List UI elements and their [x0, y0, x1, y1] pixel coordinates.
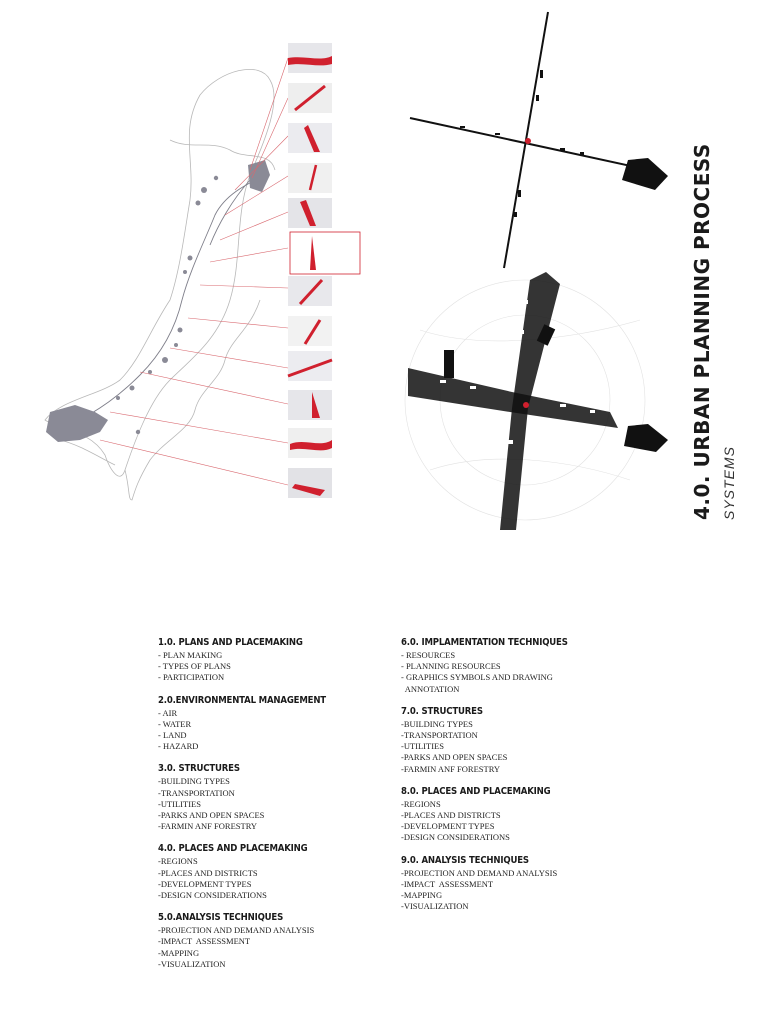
toc-item: - PLAN MAKING [158, 650, 223, 660]
vertical-title: 4.0. URBAN PLANNING PROCESS SYSTEMS [690, 143, 760, 520]
toc-section: 2.0.ENVIRONMENTAL MANAGEMENT - AIR - WAT… [158, 694, 378, 753]
toc-item: -PROJECTION AND DEMAND ANALYSIS [401, 867, 558, 878]
toc-section: 8.0. PLACES AND PLACEMAKING -REGIONS -PL… [401, 785, 641, 844]
page-title: 4.0. URBAN PLANNING PROCESS [690, 143, 714, 520]
thumbnail [288, 123, 332, 153]
toc-item: - RESOURCES [401, 650, 456, 660]
urban-patches [46, 160, 270, 442]
toc-item: -MAPPING [158, 947, 200, 958]
axis-diagram-top [409, 11, 668, 269]
region-outline [44, 69, 276, 501]
toc-item: -FARMIN ANF FORESTRY [401, 763, 501, 774]
toc-item: -IMPACT ASSESSMENT [158, 936, 251, 947]
toc-item: -DESIGN CONSIDERATIONS [158, 890, 267, 901]
toc-item: - AIR [158, 707, 178, 718]
thumbnail [288, 83, 332, 113]
toc-item: -PLACES AND DISTRICTS [401, 810, 501, 821]
toc-item: -DEVELOPMENT TYPES [401, 821, 495, 832]
toc-item: -VISUALIZATION [401, 901, 469, 912]
toc-item: -REGIONS [401, 798, 441, 809]
toc-item: -MAPPING [401, 890, 443, 901]
title-rotated: 4.0. URBAN PLANNING PROCESS SYSTEMS [690, 143, 738, 520]
toc-item: -PARKS AND OPEN SPACES [158, 810, 265, 821]
thumbnail [287, 351, 333, 381]
toc-item: -FARMIN ANF FORESTRY [158, 821, 258, 832]
toc-item: - TYPES OF PLANS [158, 661, 231, 672]
toc-heading: 1.0. PLANS AND PLACEMAKING [158, 637, 303, 648]
toc-item: -TRANSPORTATION [401, 730, 478, 741]
toc-heading: 9.0. ANALYSIS TECHNIQUES [401, 854, 529, 866]
toc-section: 7.0. STRUCTURES -BUILDING TYPES -TRANSPO… [401, 705, 641, 775]
toc-heading: 5.0.ANALYSIS TECHNIQUES [158, 912, 284, 924]
thumbnail [288, 468, 332, 498]
thumbnail [288, 43, 332, 73]
toc-item: -DEVELOPMENT TYPES [158, 878, 252, 889]
thumbnail [288, 428, 332, 458]
toc-item: - HAZARD [158, 741, 199, 752]
toc-item: -PARKS AND OPEN SPACES [401, 752, 508, 763]
toc-item: -BUILDING TYPES [158, 776, 230, 787]
toc-item: ANNOTATION [401, 683, 460, 694]
toc-item: - WATER [158, 718, 192, 729]
leader-lines [99, 57, 289, 486]
toc-section: 1.0. PLANS AND PLACEMAKING - PLAN MAKING… [158, 636, 378, 684]
toc-item: -TRANSPORTATION [158, 787, 235, 798]
toc-item: -IMPACT ASSESSMENT [401, 878, 494, 889]
toc-heading: 7.0. STRUCTURES [401, 705, 483, 717]
page-subtitle: SYSTEMS [721, 446, 737, 520]
axis-diagram-bottom [404, 272, 668, 530]
toc-section: 5.0.ANALYSIS TECHNIQUES -PROJECTION AND … [158, 911, 378, 970]
toc-item: -UTILITIES [401, 741, 444, 752]
toc-item: -BUILDING TYPES [401, 718, 473, 729]
thumbnail-strip [287, 43, 361, 498]
toc-item: -REGIONS [158, 856, 198, 867]
thumbnail [288, 390, 332, 420]
toc-section: 6.0. IMPLAMENTATION TECHNIQUES - RESOURC… [401, 636, 641, 695]
cross-axis-diagram [404, 11, 668, 530]
terminal-block [624, 424, 668, 452]
toc-item: - PARTICIPATION [158, 672, 225, 683]
toc-section: 4.0. PLACES AND PLACEMAKING -REGIONS -PL… [158, 842, 378, 901]
toc-item: -UTILITIES [158, 798, 201, 809]
toc-item: - GRAPHICS SYMBOLS AND DRAWING [401, 672, 553, 683]
thumbnail-highlight [289, 231, 361, 275]
toc-item: - PLANNING RESOURCES [401, 661, 501, 672]
thumbnail [288, 163, 332, 193]
toc-heading: 2.0.ENVIRONMENTAL MANAGEMENT [158, 694, 326, 706]
toc-item: -PROJECTION AND DEMAND ANALYSIS [158, 925, 315, 936]
toc-heading: 6.0. IMPLAMENTATION TECHNIQUES [401, 637, 568, 648]
regional-map [44, 43, 361, 501]
toc-item: -DESIGN CONSIDERATIONS [401, 832, 510, 843]
toc-section: 3.0. STRUCTURES -BUILDING TYPES -TRANSPO… [158, 762, 378, 832]
toc-item: - LAND [158, 730, 187, 741]
road-network [69, 174, 266, 426]
toc-left-column: 1.0. PLANS AND PLACEMAKING - PLAN MAKING… [158, 636, 378, 980]
axis-center-marker [525, 138, 531, 144]
toc-item: -PLACES AND DISTRICTS [158, 867, 258, 878]
toc-item: -VISUALIZATION [158, 958, 226, 969]
axis-center-marker [523, 402, 529, 408]
terminal-block [622, 158, 668, 190]
toc-heading: 3.0. STRUCTURES [158, 763, 240, 775]
toc-right-column: 6.0. IMPLAMENTATION TECHNIQUES - RESOURC… [401, 636, 641, 922]
thumbnail [288, 316, 332, 346]
toc-section: 9.0. ANALYSIS TECHNIQUES -PROJECTION AND… [401, 854, 641, 913]
toc-heading: 4.0. PLACES AND PLACEMAKING [158, 843, 308, 855]
toc-heading: 8.0. PLACES AND PLACEMAKING [401, 785, 551, 797]
thumbnail [288, 198, 332, 228]
thumbnail [288, 276, 332, 306]
